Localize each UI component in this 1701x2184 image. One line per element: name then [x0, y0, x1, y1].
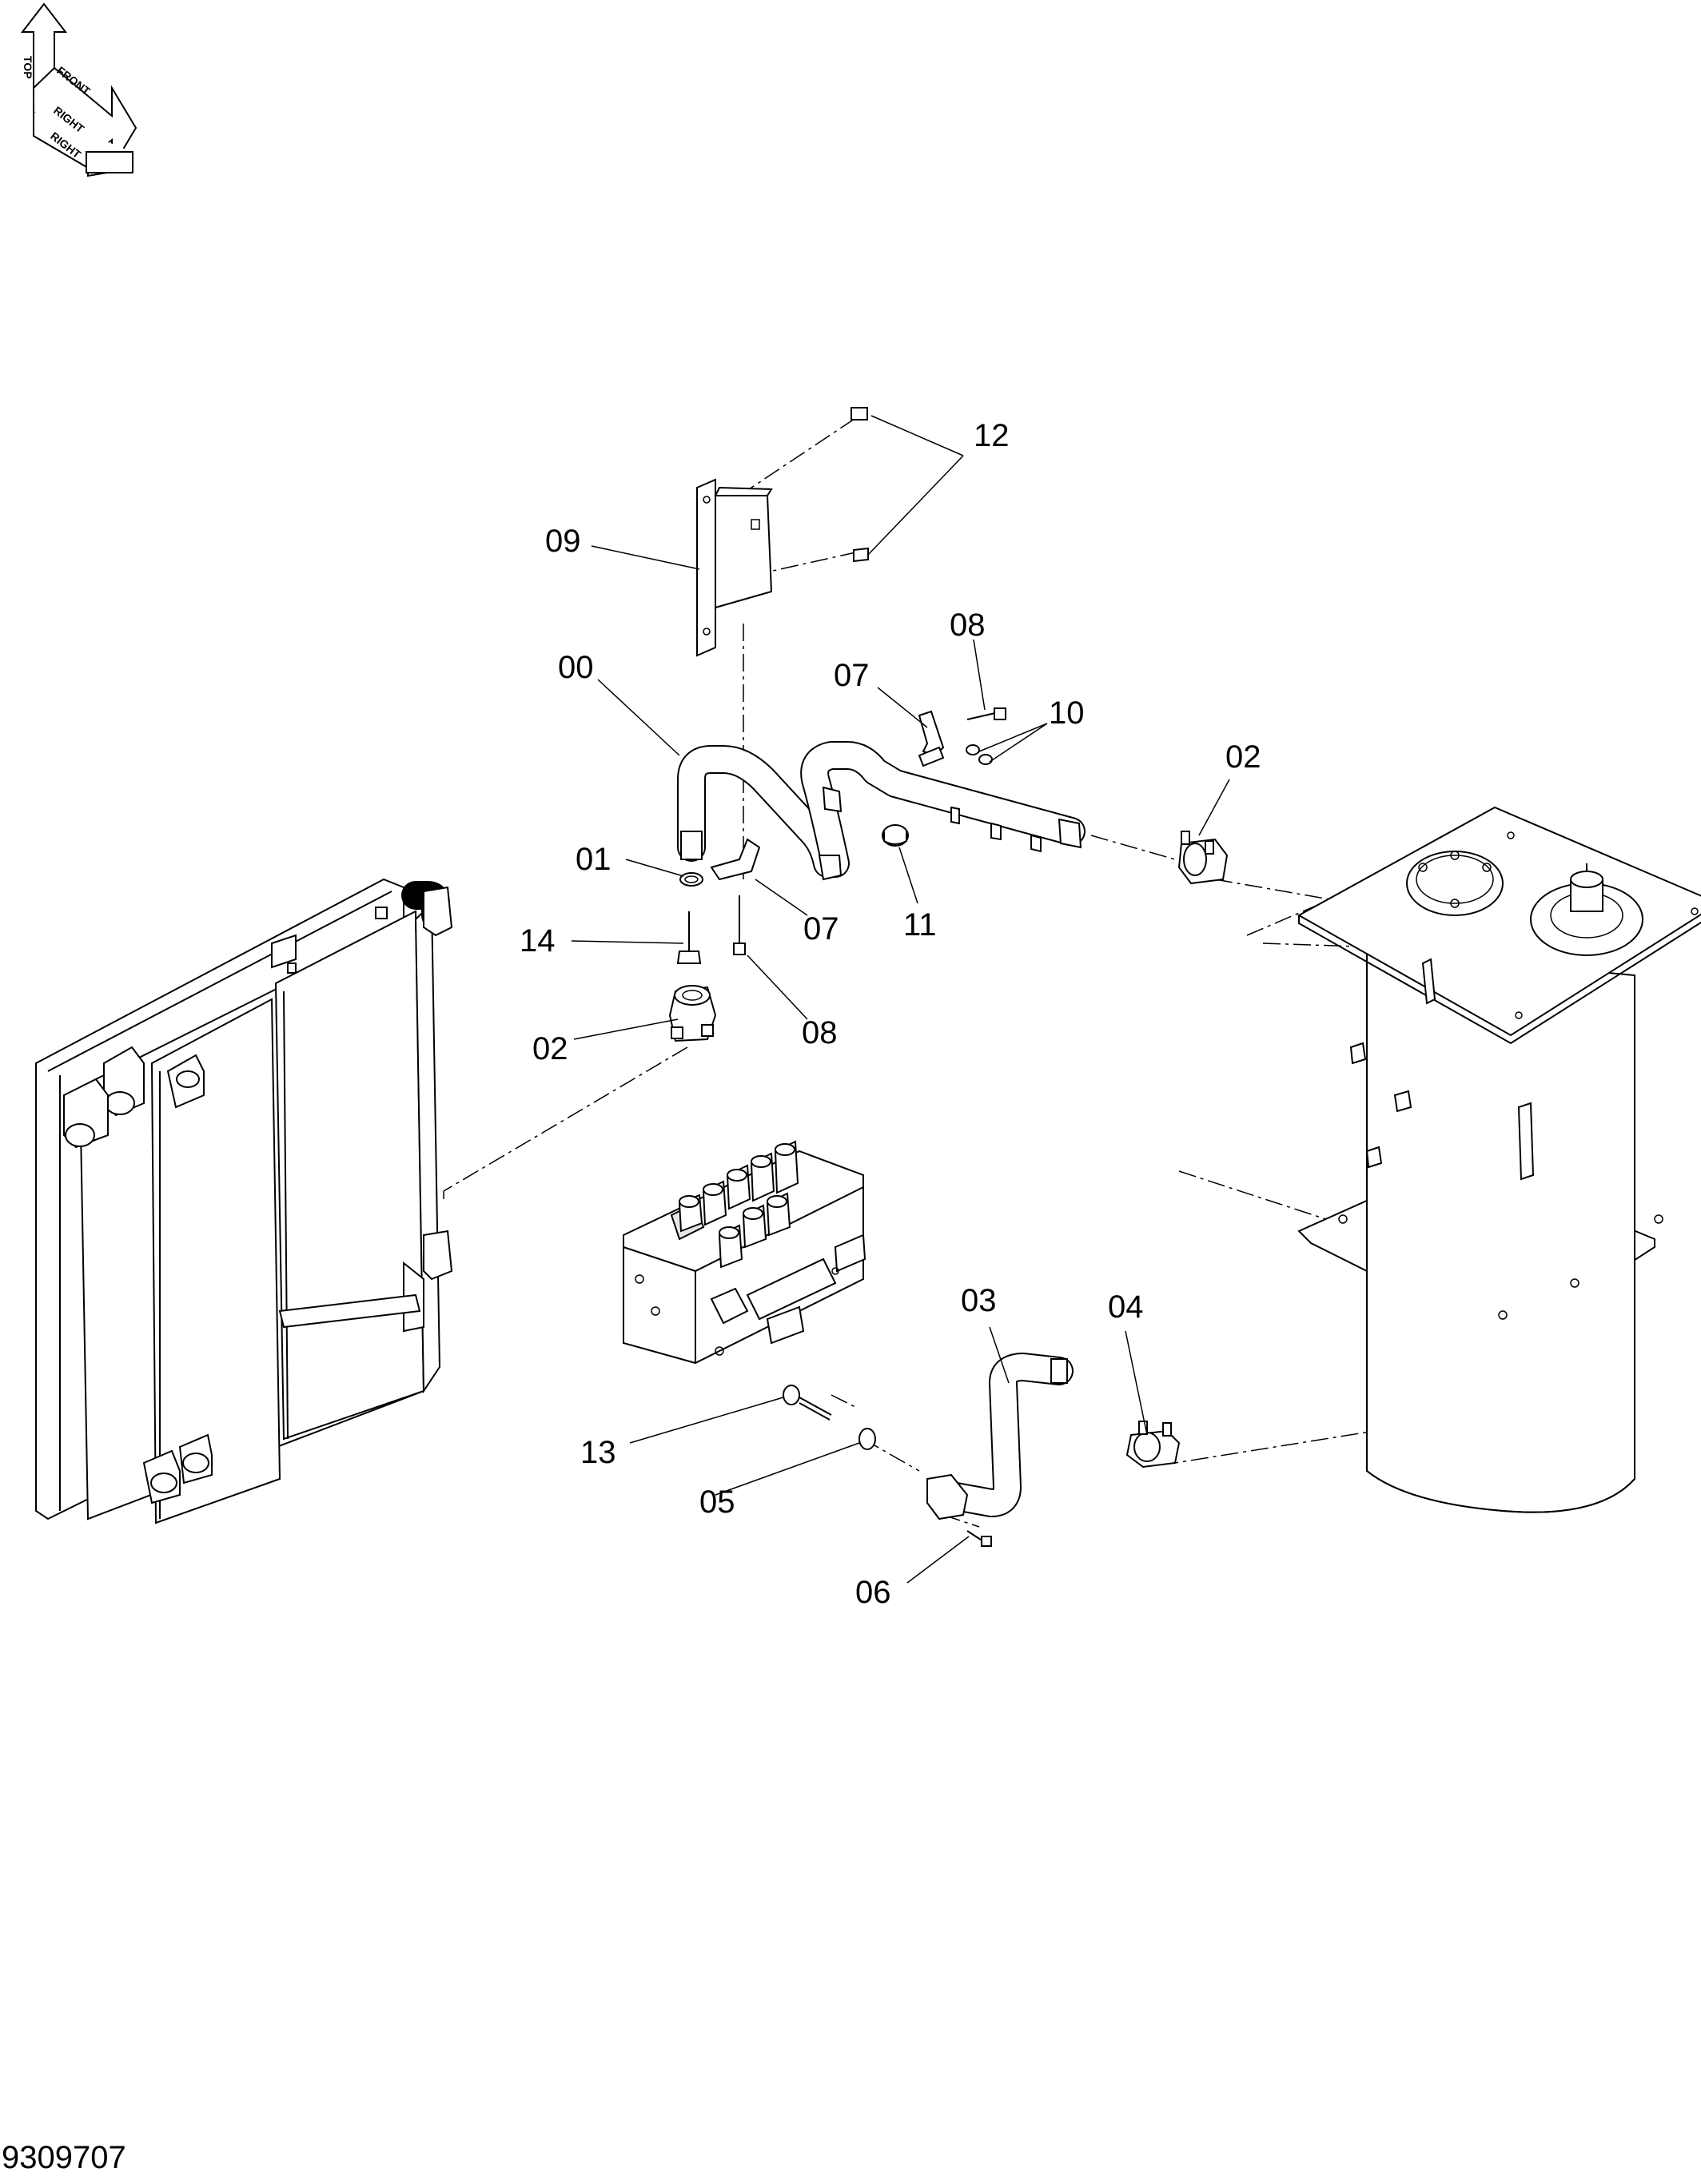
part-02-flange-upper	[1177, 831, 1229, 885]
cooler-assembly	[35, 878, 453, 1524]
part-11-cap	[882, 824, 909, 847]
orientation-indicator: TOP FRONT RIGHT RIGHT	[20, 2, 137, 177]
assembly-lines	[443, 415, 1400, 1528]
part-10-nuts	[966, 744, 993, 765]
callout-07-upper: 07	[834, 658, 870, 693]
callout-05: 05	[699, 1485, 735, 1520]
part-13-fitting	[783, 1385, 832, 1421]
callout-02-lower: 02	[532, 1031, 568, 1066]
callout-00: 00	[558, 650, 594, 685]
part-03-pipe	[926, 1353, 1074, 1520]
control-valve	[623, 1140, 866, 1365]
callout-07-lower: 07	[803, 911, 839, 947]
hydraulic-tank	[1297, 806, 1701, 1513]
callout-11: 11	[903, 907, 937, 943]
callout-01: 01	[576, 842, 611, 877]
part-14-screw	[676, 911, 702, 964]
drawing-number: 9309707	[2, 2140, 126, 2175]
part-09-bracket	[696, 478, 773, 657]
callout-02-upper: 02	[1225, 739, 1261, 775]
part-01-oring	[679, 872, 703, 887]
leader-lines	[571, 415, 1230, 1584]
part-04-flange	[1125, 1421, 1181, 1469]
part-05-oring	[858, 1428, 876, 1450]
callout-10: 10	[1049, 695, 1085, 731]
callout-14: 14	[520, 923, 556, 958]
callout-03: 03	[961, 1283, 997, 1318]
callout-12: 12	[974, 418, 1010, 453]
part-02-flange-lower	[668, 985, 717, 1042]
callout-labels: 12 09 08 07 10 00 02 01 07 11 14 08 02 0…	[520, 418, 1261, 1610]
callout-08-lower: 08	[802, 1015, 838, 1050]
part-08-bolts	[733, 707, 1006, 955]
part-06-bolt	[966, 1530, 992, 1547]
part-00-pipe	[677, 741, 1086, 881]
orientation-top-label: TOP	[22, 56, 34, 79]
callout-06: 06	[855, 1575, 891, 1610]
part-07-clamps	[710, 710, 945, 881]
callout-13: 13	[580, 1435, 616, 1470]
part-12-bolts	[850, 407, 869, 563]
callout-08-upper: 08	[950, 608, 986, 643]
callout-04: 04	[1108, 1289, 1144, 1325]
callout-09: 09	[545, 524, 581, 559]
